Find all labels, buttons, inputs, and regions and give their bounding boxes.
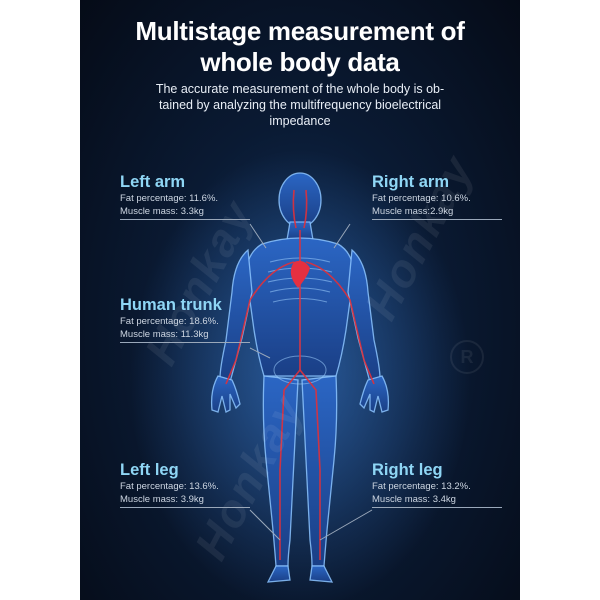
segment-title: Right arm — [372, 173, 450, 191]
page-title: Multistage measurement of — [135, 16, 465, 46]
left-arm-card: Left arm Fat percentage: 11.6%. Muscle m… — [120, 172, 270, 220]
segment-title: Right leg — [372, 461, 443, 479]
segment-title: Human trunk — [120, 296, 222, 314]
fat-percentage: Fat percentage: 10.6%. — [372, 193, 471, 204]
muscle-mass: Muscle mass: 3.9kg — [120, 494, 204, 505]
divider — [120, 219, 250, 220]
registered-mark-icon: R — [450, 340, 484, 374]
human-trunk-card: Human trunk Fat percentage: 18.6%. Muscl… — [120, 295, 270, 343]
muscle-mass: Muscle mass: 3.4kg — [372, 494, 456, 505]
muscle-mass: Muscle mass: 11.3kg — [120, 329, 209, 340]
divider — [372, 219, 502, 220]
heart-icon — [290, 260, 310, 288]
segment-title: Left arm — [120, 173, 186, 191]
segment-title: Left leg — [120, 461, 179, 479]
right-arm-card: Right arm Fat percentage: 10.6%. Muscle … — [372, 172, 520, 220]
divider — [372, 507, 502, 508]
fat-percentage: Fat percentage: 18.6%. — [120, 316, 219, 327]
divider — [120, 507, 250, 508]
page-title-line2: whole body data — [200, 47, 400, 77]
infographic-panel: Honkay Honkay Honkay R Multistage measur… — [80, 0, 520, 600]
left-leg-card: Left leg Fat percentage: 13.6%. Muscle m… — [120, 460, 270, 508]
muscle-mass: Muscle mass: 3.3kg — [120, 206, 204, 217]
divider — [120, 342, 250, 343]
subtitle-line1: The accurate measurement of the whole bo… — [155, 82, 445, 96]
muscle-mass: Muscle mass:2.9kg — [372, 206, 454, 217]
subtitle-line3: impedance — [269, 114, 331, 128]
fat-percentage: Fat percentage: 11.6%. — [120, 193, 219, 204]
subtitle-line2: tained by analyzing the multifrequency b… — [158, 98, 442, 112]
fat-percentage: Fat percentage: 13.6%. — [120, 481, 219, 492]
right-leg-card: Right leg Fat percentage: 13.2%. Muscle … — [372, 460, 520, 508]
fat-percentage: Fat percentage: 13.2%. — [372, 481, 471, 492]
